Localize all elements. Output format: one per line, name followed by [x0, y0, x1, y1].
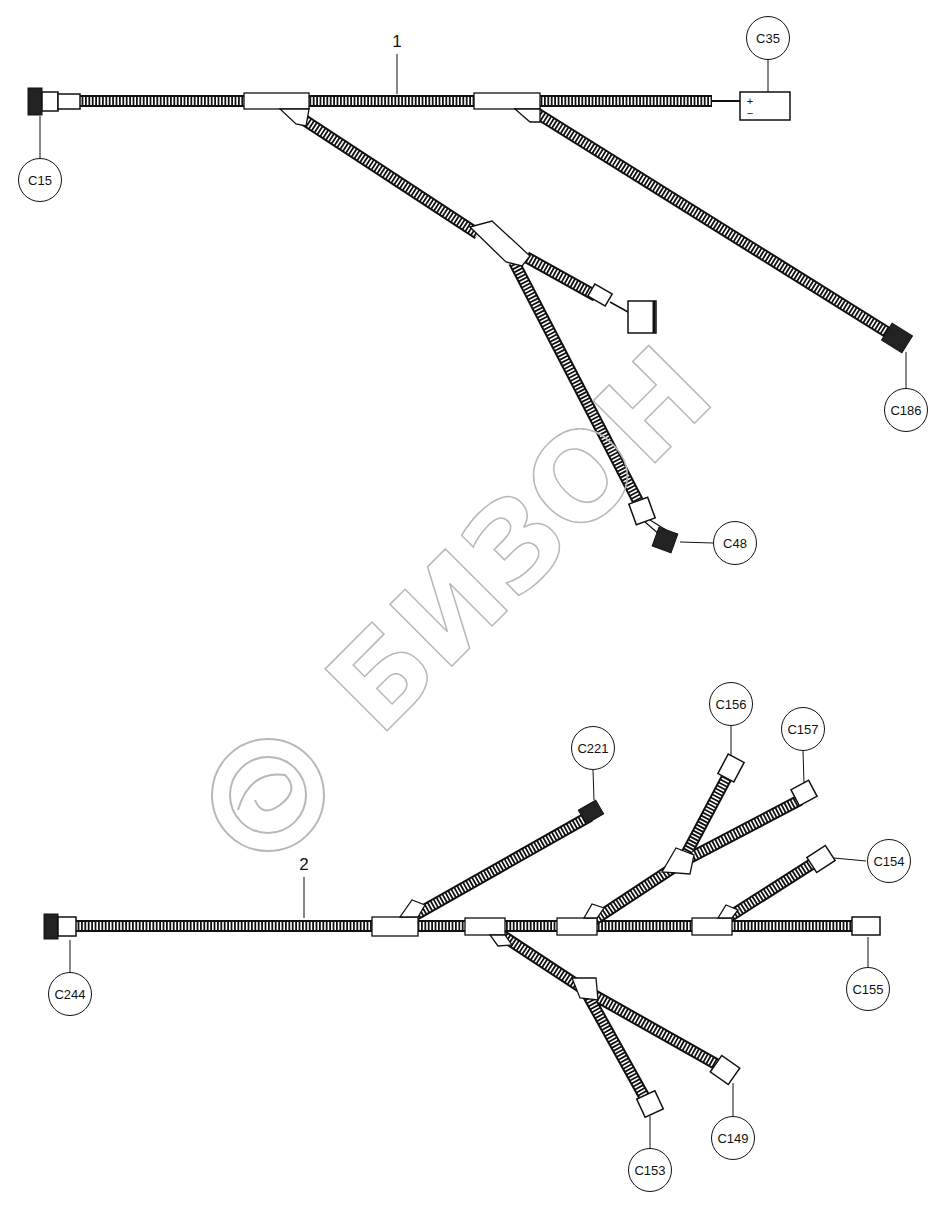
connector-callout: C149 — [711, 1116, 755, 1160]
connector-callout: C15 — [18, 158, 62, 202]
connector-code: C221 — [577, 741, 608, 756]
callout-number: 2 — [299, 856, 308, 873]
connector-callout: C154 — [867, 839, 911, 883]
connector-code: C156 — [715, 697, 746, 712]
connector-callout: C48 — [713, 521, 757, 565]
connector-callout: C153 — [628, 1148, 672, 1192]
connector-code: C15 — [28, 173, 52, 188]
connector-code: C153 — [634, 1163, 665, 1178]
connector-callout: C35 — [746, 16, 790, 60]
watermark: БИЗОН — [308, 328, 732, 752]
connector-code: C155 — [852, 982, 883, 997]
harness-2 — [44, 726, 880, 1148]
watermark-logo — [212, 739, 324, 851]
callout-number: 1 — [392, 33, 401, 50]
connector-code: C35 — [756, 31, 780, 46]
polarity-sign: + — [747, 96, 753, 107]
connector-callout: C155 — [846, 967, 890, 1011]
connector-code: C154 — [873, 854, 904, 869]
connector-callout: C244 — [48, 972, 92, 1016]
connector-callout: C157 — [781, 707, 825, 751]
polarity-sign: − — [747, 108, 753, 119]
connector-code: C48 — [723, 536, 747, 551]
harness-1 — [28, 54, 912, 553]
connector-callout: C156 — [709, 682, 753, 726]
connector-code: C157 — [787, 722, 818, 737]
connector-callout: C221 — [571, 726, 615, 770]
connector-callout: C186 — [884, 388, 928, 432]
connector-code: C244 — [54, 987, 85, 1002]
connector-code: C186 — [890, 403, 921, 418]
connector-code: C149 — [717, 1131, 748, 1146]
